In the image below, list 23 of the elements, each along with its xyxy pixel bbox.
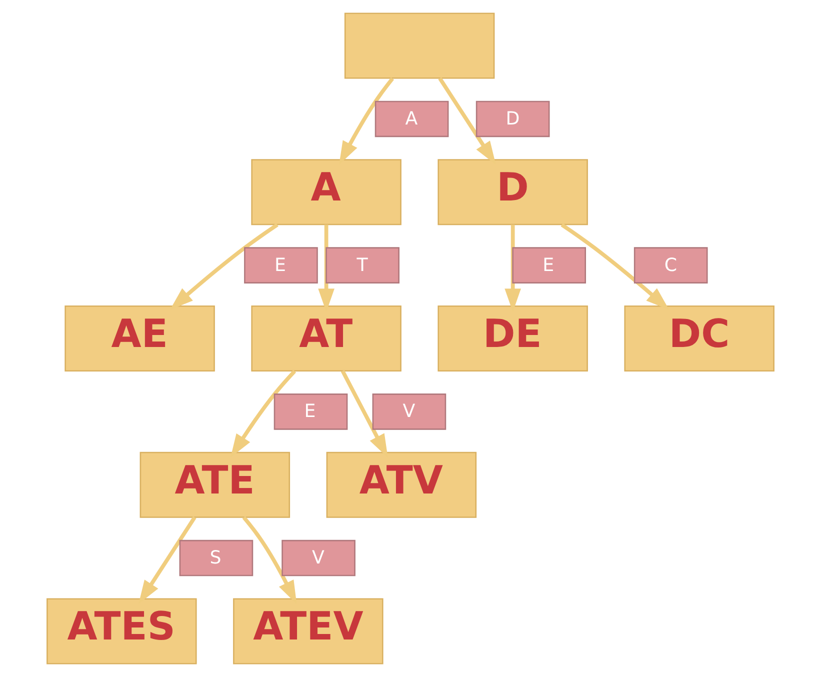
edge-label: S	[209, 547, 221, 568]
node-box: ATE	[139, 452, 290, 518]
node-box: AE	[64, 305, 214, 372]
node-box: ATEV	[232, 598, 383, 664]
edge-label: T	[356, 254, 368, 276]
node-box	[344, 12, 494, 79]
edge-label: C	[664, 254, 677, 276]
edge-label: D	[505, 108, 520, 130]
edge-label: V	[402, 401, 415, 422]
node-box: D	[437, 159, 588, 226]
node-box: ATV	[326, 452, 476, 518]
edge-label: V	[312, 547, 324, 568]
edge-label: E	[274, 254, 286, 276]
node-box: DC	[624, 305, 774, 372]
edge-label: E	[304, 401, 316, 422]
node-box: A	[250, 159, 401, 226]
arrow	[560, 223, 669, 310]
node-box: ATES	[46, 598, 196, 664]
node-box: DE	[437, 305, 588, 372]
arrow	[169, 223, 278, 310]
edge-label: A	[404, 108, 418, 130]
node-box: AT	[250, 305, 401, 372]
edge-label: E	[542, 254, 554, 276]
